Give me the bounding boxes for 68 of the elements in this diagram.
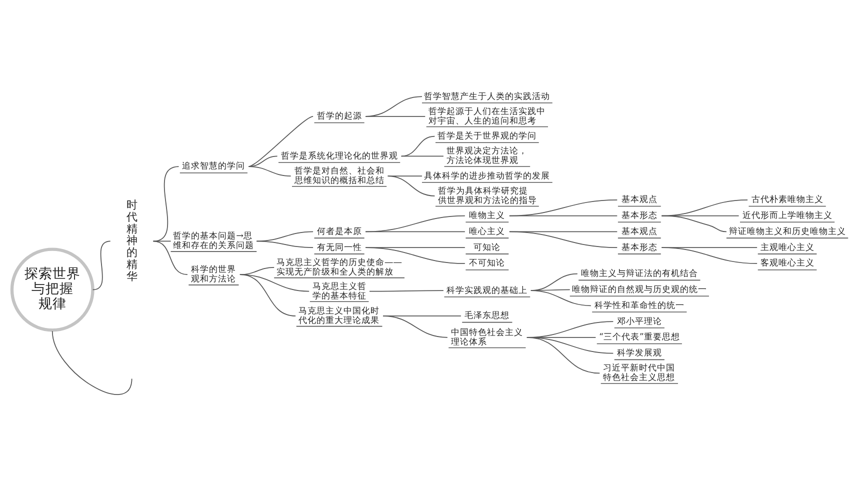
node-text: 唯心主义 [469, 226, 506, 236]
node-text: 哲学是系统化理论化的世界观 [280, 150, 398, 161]
node-text: 哲学的基本问题→思维和存在的关系问题 [173, 231, 254, 251]
node-text: 中国特色社会主义理论体系 [450, 327, 523, 347]
connector [369, 290, 444, 292]
connector [256, 240, 314, 248]
node-text: 何者是本原 [316, 226, 362, 236]
node-circle: 探索世界与把握规律 [10, 247, 94, 332]
node-text: 毛泽东思想 [464, 310, 510, 321]
connector [526, 336, 600, 374]
node-text: 习近平新时代中国特色社会主义思想 [603, 363, 676, 383]
connector [509, 198, 618, 216]
node-text: 哲学的起源 [316, 111, 362, 122]
connector [387, 175, 436, 196]
node-text: 基本观点 [621, 194, 658, 205]
connector [509, 214, 618, 216]
node-text: 具体科学的进步推动哲学的发展 [424, 170, 550, 181]
node-text: 基本形态 [621, 242, 658, 252]
connector [152, 240, 188, 275]
connector [365, 115, 426, 116]
node-text: 哲学起源于人们在生活实践中对宇宙、人生的追问和思考 [428, 106, 546, 126]
connector [256, 230, 314, 242]
node-text: “三个代表”重要思想 [598, 332, 680, 342]
node-text: 世界观决定方法论，方法论体现世界观 [446, 146, 528, 166]
node-text: 哲学是关于世界观的学问 [438, 131, 537, 142]
node-text: 追求智慧的学问 [182, 161, 246, 172]
connector [248, 166, 292, 176]
connector [509, 230, 618, 248]
connector [248, 115, 314, 166]
node-text: 客观唯心主义 [760, 258, 814, 268]
node-text: 邓小平理论 [616, 316, 662, 326]
connector [530, 290, 592, 306]
node-text: 主观唯心主义 [760, 242, 814, 252]
node-text: 科学实践观的基础上 [446, 285, 528, 296]
node-text: 唯物主义与辩证法的有机结合 [580, 268, 698, 279]
connector [52, 330, 132, 394]
node-text: 可知论 [474, 242, 501, 252]
node-text: 近代形而上学唯物主义 [742, 210, 832, 221]
connector [661, 246, 758, 264]
node-text: 基本形态 [621, 210, 658, 221]
node-text: 科学性和革命性的统一 [594, 300, 684, 310]
connector [365, 230, 466, 232]
node-text: 科学发展观 [616, 348, 662, 358]
node-text: 辩证唯物主义和历史唯物主义 [728, 226, 846, 236]
connector [239, 274, 310, 292]
connector [152, 166, 180, 242]
node-text: 唯物辩证的自然观与历史观的统一 [572, 284, 707, 294]
connector [365, 214, 466, 232]
node-text: 时代精神的精华 [126, 198, 138, 282]
node-text: 唯物主义 [469, 210, 506, 221]
connector [400, 155, 444, 156]
connector [661, 214, 727, 232]
node-text: 哲学为具体科学研究提供世界观和方法论的指导 [438, 186, 537, 206]
node-text: 马克思主义中国化时代化的重大理论成果 [298, 306, 380, 326]
node-text: 马克思主义哲学的基本特征 [312, 281, 366, 301]
connector [239, 266, 275, 275]
connector [382, 315, 448, 338]
connector [92, 240, 111, 290]
node-text: 哲学是对自然、社会和思维知识的概括和总结 [294, 166, 384, 186]
node-text: 哲学智慧产生于人类的实践活动 [424, 91, 550, 102]
node-text: 基本观点 [621, 226, 658, 236]
node-text: 马克思主义哲学的历史使命——实现无产阶级和全人类的解放 [276, 257, 402, 277]
node-text: 不可知论 [469, 258, 506, 268]
connector [365, 246, 466, 264]
connector [239, 274, 296, 316]
node-text: 有无同一性 [316, 242, 362, 252]
node-text: 科学的世界观和方法论 [191, 264, 236, 284]
node-text: 古代朴素唯物主义 [751, 194, 824, 205]
